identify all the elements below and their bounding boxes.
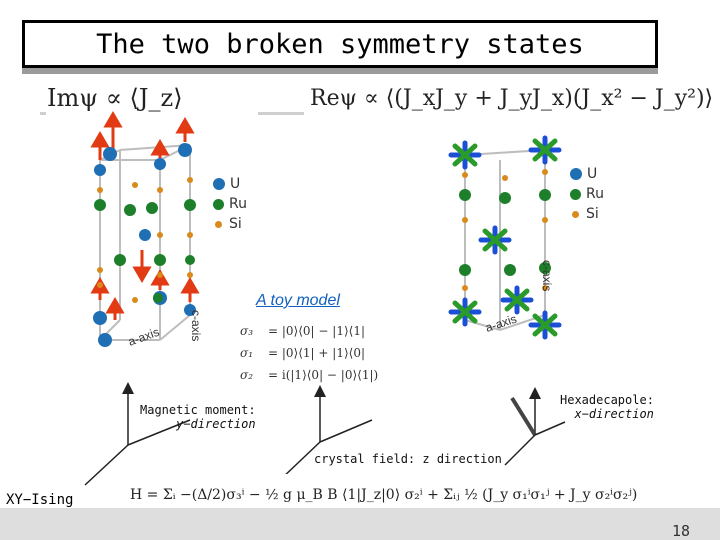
hexadecapole-caption: Hexadecapole: x−direction [560, 393, 654, 421]
imaginary-order-equation: Imψ ∝ ⟨J_z⟩ [47, 84, 183, 112]
crystal-field-caption: crystal field: z direction [314, 452, 502, 466]
slide-title-text: The two broken symmetry states [96, 28, 584, 60]
ru-atom-icon [213, 198, 224, 210]
real-order-equation: Reψ ∝ ⟨(J_xJ_y + J_yJ_x)(J_x² − J_y²)⟩ [310, 86, 714, 111]
ru-atom-icon [570, 188, 581, 200]
right-ru-atoms [459, 189, 551, 276]
axis-x-1 [84, 444, 129, 486]
si-atom-icon [572, 210, 579, 218]
hexadecapole-orbitals [448, 135, 562, 340]
right-aaxis-label: a-axis [484, 312, 519, 335]
left-caxis-label: c-axis [189, 310, 203, 341]
axis-x-2 [279, 441, 321, 481]
sigma-row: σ₁= |0⟩⟨1| + |1⟩⟨0| [240, 346, 365, 360]
slide-title: The two broken symmetry states [22, 20, 658, 68]
eq-right-bar [258, 112, 304, 115]
legend-item-u: U [213, 176, 247, 192]
legend-item-ru: Ru [213, 196, 247, 212]
left-crystal-structure: c-axis a-axis [90, 111, 203, 349]
right-caxis-label: c-axis [540, 260, 554, 291]
magnetic-moment-caption: Magnetic moment: y−direction [140, 403, 256, 431]
ru-atoms [94, 199, 196, 303]
toy-model-heading: A toy model [256, 292, 340, 309]
xy-ising-label: XY−Ising [6, 492, 74, 508]
axis-y-1 [127, 419, 191, 446]
left-aaxis-label: a-axis [126, 325, 161, 349]
right-crystal-structure: c-axis a-axis [448, 135, 562, 340]
spin-axis-diagrams [84, 382, 566, 486]
sigma-row: σ₂= i(|1⟩⟨0| − |0⟩⟨1|) [240, 368, 379, 382]
axis-y-2 [319, 419, 373, 443]
right-legend: U Ru Si [570, 166, 604, 222]
sigma-row: σ₃= |0⟩⟨0| − |1⟩⟨1| [240, 324, 365, 338]
legend-item-si: Si [213, 216, 247, 232]
axis-x-3 [510, 396, 537, 437]
u-atom-icon [570, 168, 582, 180]
magnetic-moment-arrows [90, 111, 200, 320]
right-si-atoms [462, 169, 548, 291]
u-atom-icon [213, 178, 225, 190]
footer-bar [0, 508, 720, 540]
page-number: 18 [672, 522, 691, 540]
title-underline-bar [22, 68, 658, 74]
u-atoms [93, 143, 196, 347]
axis-ext-3 [504, 434, 536, 466]
si-atoms [97, 177, 193, 303]
eq-left-bar [40, 112, 46, 115]
left-legend: U Ru Si [213, 176, 247, 232]
right-legend-item-u: U [570, 166, 604, 182]
si-atom-icon [215, 220, 222, 228]
axis-y-3 [534, 421, 566, 436]
right-legend-item-ru: Ru [570, 186, 604, 202]
pauli-definitions: σ₃= |0⟩⟨0| − |1⟩⟨1| σ₁= |0⟩⟨1| + |1⟩⟨0| … [240, 320, 410, 386]
right-legend-item-si: Si [570, 206, 604, 222]
